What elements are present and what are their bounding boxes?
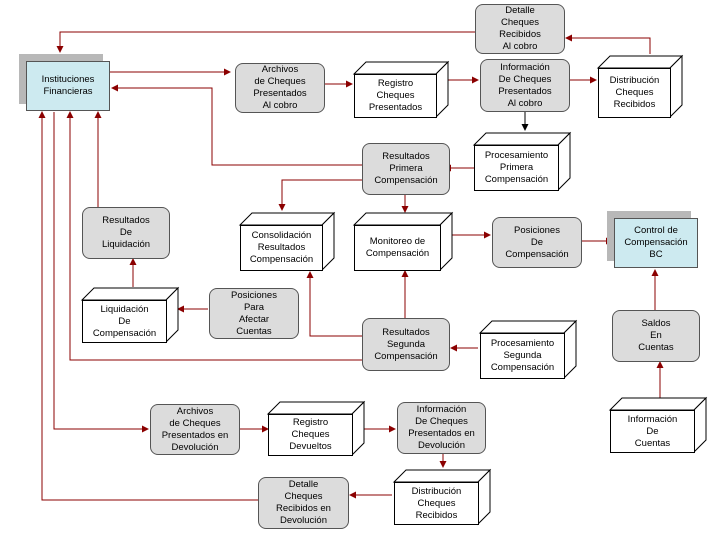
node-registro-presentados: Registro Cheques Presentados <box>354 74 437 118</box>
node-saldos-cuentas: Saldos En Cuentas <box>612 310 700 362</box>
node-archivos-devolucion: Archivos de Cheques Presentados en Devol… <box>150 404 240 455</box>
node-resultados-segunda: Resultados Segunda Compensación <box>362 318 450 371</box>
node-posiciones-afectar: Posiciones Para Afectar Cuentas <box>209 288 299 339</box>
link-instituciones-to-archdev <box>53 112 149 433</box>
node-control-compensacion-bc: Control de Compensación BC <box>614 218 698 268</box>
link-ressegunda-to-consolidacion <box>306 271 362 337</box>
node-detalle-devolucion: Detalle Cheques Recibidos en Devolución <box>258 477 349 529</box>
node-detalle-cheques-cobro: Detalle Cheques Recibidos Al cobro <box>475 4 565 54</box>
link-distribucion-to-detalle <box>565 34 651 54</box>
node-distribucion-recibidos: Distribución Cheques Recibidos <box>598 68 671 118</box>
link-resprimera-to-consolidacion <box>278 179 362 211</box>
node-resultados-liquidacion: Resultados De Liquidación <box>82 207 170 259</box>
node-distribucion-devolucion: Distribución Cheques Recibidos <box>394 482 479 525</box>
node-procesamiento-primera: Procesamiento Primera Compensación <box>474 145 559 191</box>
node-info-cheques-presentados: Información De Cheques Presentados Al co… <box>480 59 570 112</box>
node-procesamiento-segunda: Procesamiento Segunda Compensación <box>480 333 565 379</box>
link-detdev-to-instituciones <box>38 111 258 501</box>
node-posiciones-compensacion: Posiciones De Compensación <box>492 217 582 268</box>
link-resprimera-to-instituciones <box>111 84 362 166</box>
node-info-devolucion: Información De Cheques Presentados en De… <box>397 402 486 454</box>
link-ressegunda-to-instituciones <box>66 111 362 361</box>
node-consolidacion-resultados: Consolidación Resultados Compensación <box>240 225 323 271</box>
node-instituciones-financieras: Instituciones Financieras <box>26 61 110 111</box>
node-informacion-cuentas: Información De Cuentas <box>610 410 695 453</box>
node-monitoreo-compensacion: Monitoreo de Compensación <box>354 225 441 271</box>
node-resultados-primera: Resultados Primera Compensación <box>362 143 450 195</box>
node-registro-devueltos: Registro Cheques Devueltos <box>268 414 353 456</box>
node-archivos-cheques-cobro: Archivos de Cheques Presentados Al cobro <box>235 63 325 113</box>
node-liquidacion-compensacion: Liquidación De Compensación <box>82 300 167 343</box>
link-detalle-to-instituciones <box>56 31 475 53</box>
